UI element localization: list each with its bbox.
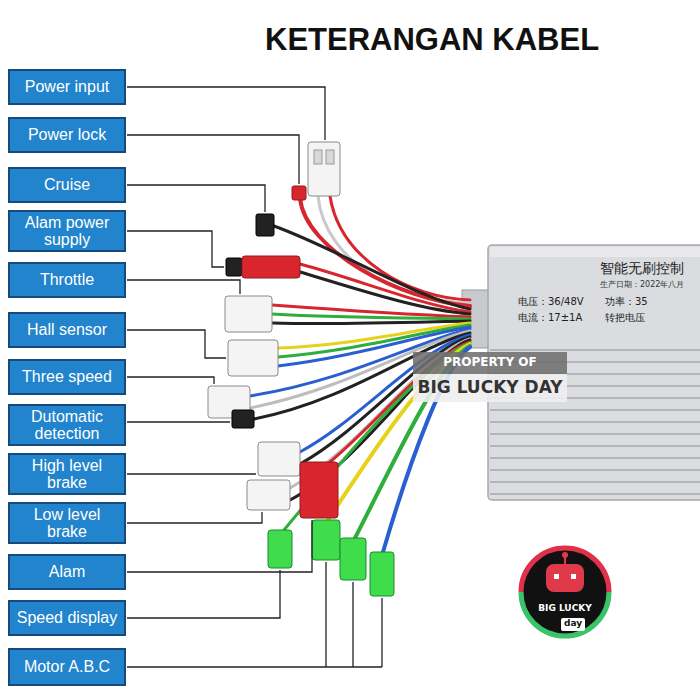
leader-line xyxy=(127,87,325,140)
robot-eye xyxy=(571,574,576,579)
detection-connector xyxy=(232,410,254,428)
label-text: Low level brake xyxy=(14,506,120,541)
motor-connector xyxy=(340,538,366,580)
housing-fin xyxy=(490,469,700,471)
logo-tag xyxy=(561,618,585,631)
label-box: Cruise xyxy=(8,167,126,203)
housing-fin xyxy=(490,349,700,351)
logo-disc xyxy=(519,546,611,638)
leader-line xyxy=(127,570,280,618)
diagram-title: KETERANGAN KABEL xyxy=(265,22,599,58)
logo-text: BIG LUCKY xyxy=(538,604,592,614)
label-box: Power lock xyxy=(8,117,126,153)
label-text: Speed display xyxy=(17,609,118,626)
connector-slot xyxy=(314,150,322,164)
cruise-connector xyxy=(256,214,274,236)
hall-connector xyxy=(228,340,278,376)
throttle-voltage: 转把电压 xyxy=(605,312,645,323)
label-text: Alam xyxy=(49,563,85,580)
housing-fin xyxy=(490,481,700,483)
controller-name: 智能无刷控制 xyxy=(600,261,684,276)
label-text: Alam power supply xyxy=(14,214,120,249)
housing-fin xyxy=(490,445,700,447)
alarm-power-connector xyxy=(242,256,300,278)
housing-fin xyxy=(490,493,700,495)
leader-line xyxy=(127,377,214,384)
leader-line xyxy=(127,185,265,212)
label-box: Alam power supply xyxy=(8,210,126,253)
speed-display-connector xyxy=(268,530,292,568)
leader-line xyxy=(127,520,312,572)
robot-eye xyxy=(554,574,559,579)
housing-fin xyxy=(490,421,700,423)
wire xyxy=(274,226,470,309)
label-text: Power lock xyxy=(28,126,106,143)
label-box: Throttle xyxy=(8,262,126,298)
throttle-connector xyxy=(225,296,272,332)
logo-ring xyxy=(521,548,609,592)
label-text: Cruise xyxy=(44,176,90,193)
label-text: Three speed xyxy=(22,368,112,385)
production-date: 生产日期：2022年八月 xyxy=(600,281,684,290)
motor-connector xyxy=(370,552,394,596)
wire xyxy=(272,314,470,319)
leader-line xyxy=(127,231,224,267)
label-text: Dutomatic detection xyxy=(14,408,120,443)
leader-bracket xyxy=(127,562,382,667)
leader-line xyxy=(127,512,262,523)
label-box: Hall sensor xyxy=(8,312,126,348)
brake-connector xyxy=(247,480,290,510)
label-box: High level brake xyxy=(8,453,126,496)
power-rating: 功率：35 xyxy=(605,296,648,307)
label-box: Dutomatic detection xyxy=(8,404,126,447)
logo-ring xyxy=(521,592,609,636)
label-box: Alam xyxy=(8,554,126,590)
leader-line xyxy=(127,473,256,474)
label-text: Hall sensor xyxy=(27,321,107,338)
label-box: Power input xyxy=(8,69,126,105)
leader-line xyxy=(127,135,299,184)
watermark-text: PROPERTY OF xyxy=(443,356,536,369)
housing-fin xyxy=(490,457,700,459)
brake-connector xyxy=(258,442,300,476)
label-text: Motor A.B.C xyxy=(24,658,110,675)
wire xyxy=(300,264,470,312)
label-box: Speed display xyxy=(8,600,126,636)
watermark-band xyxy=(413,374,567,402)
connector-slot xyxy=(326,150,334,164)
label-box: Three speed xyxy=(8,359,126,395)
motor-connector xyxy=(312,520,340,560)
logo xyxy=(519,546,611,638)
housing-highlight xyxy=(490,247,700,257)
leader-line xyxy=(127,280,240,294)
housing-fin xyxy=(490,433,700,435)
voltage-rating: 电压：36/48V xyxy=(518,296,584,307)
current-rating: 电流：17±1A xyxy=(518,312,582,323)
alarm-power-connector xyxy=(226,258,242,276)
robot-antenna xyxy=(562,552,568,558)
watermark-text: BIG LUCKY DAY xyxy=(417,378,562,397)
lock-sleeve xyxy=(292,186,306,200)
label-text: Throttle xyxy=(40,271,94,288)
leader-line xyxy=(127,421,230,422)
connectors xyxy=(208,142,394,596)
robot-head xyxy=(546,564,584,592)
power-connector xyxy=(308,142,340,196)
watermark-band xyxy=(413,352,567,374)
leader-lines xyxy=(127,87,382,667)
alarm-connector xyxy=(300,462,338,518)
wire xyxy=(272,321,470,324)
leader-line xyxy=(127,330,226,358)
watermark xyxy=(413,352,567,402)
housing-fin xyxy=(490,409,700,411)
label-box: Motor A.B.C xyxy=(8,648,126,686)
label-box: Low level brake xyxy=(8,502,126,545)
logo-text: day xyxy=(564,619,582,629)
label-text: Power input xyxy=(25,78,110,95)
label-text: High level brake xyxy=(14,457,120,492)
